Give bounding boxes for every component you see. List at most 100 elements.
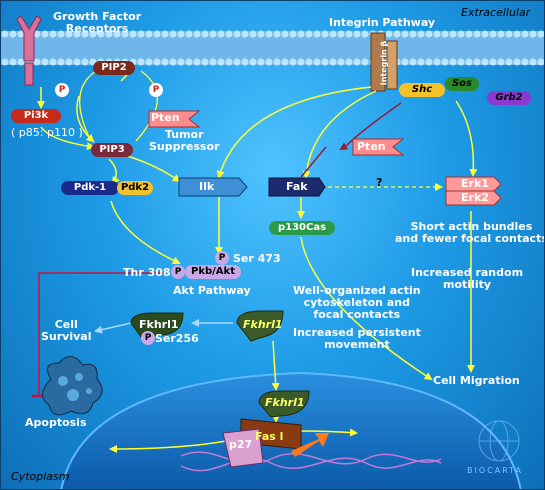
lipid-head <box>489 30 497 38</box>
lipid-head <box>81 58 89 66</box>
lipid-head <box>201 30 209 38</box>
lipid-head <box>161 30 169 38</box>
lipid-head <box>169 58 177 66</box>
lipid-head <box>257 58 265 66</box>
lipid-head <box>513 58 521 66</box>
lipid-head <box>241 58 249 66</box>
integrin-receptor-shape <box>370 32 398 92</box>
lipid-head <box>465 58 473 66</box>
pi3k-subunits-label: ( p85: p110 ) <box>11 126 83 139</box>
lipid-head <box>57 58 65 66</box>
lipid-head <box>497 30 505 38</box>
lipid-head <box>65 58 73 66</box>
phospho-p-ser256: P <box>141 331 155 345</box>
lipid-head <box>249 30 257 38</box>
lipid-head <box>329 58 337 66</box>
lipid-head <box>401 58 409 66</box>
lipid-head <box>33 30 41 38</box>
pten-mid-label: Pten <box>357 140 386 153</box>
lipid-head <box>9 58 17 66</box>
lipid-head <box>169 30 177 38</box>
lipid-head <box>521 58 529 66</box>
cytoplasm-label: Cytoplasm <box>11 470 70 483</box>
fasl-label: Fas l <box>255 430 284 443</box>
lipid-head <box>449 58 457 66</box>
lipid-head <box>305 30 313 38</box>
lipid-head <box>457 30 465 38</box>
lipid-head <box>257 30 265 38</box>
random-motility-label: Increased random motility <box>411 266 524 291</box>
lipid-head <box>521 30 529 38</box>
lipid-head <box>537 58 544 66</box>
p27-label: p27 <box>229 438 253 451</box>
lipid-head <box>353 30 361 38</box>
lipid-head <box>361 30 369 38</box>
thr308-label: Thr 308 <box>123 266 171 279</box>
lipid-head <box>201 58 209 66</box>
lipid-head <box>185 58 193 66</box>
lipid-head <box>177 58 185 66</box>
erk2-label: Erk2 <box>461 191 489 204</box>
question-mark: ? <box>376 176 383 189</box>
lipid-head <box>505 30 513 38</box>
lipid-head <box>537 30 544 38</box>
biocarta-watermark: BIOCARTA <box>467 466 523 475</box>
lipid-head <box>233 58 241 66</box>
lipid-head <box>417 58 425 66</box>
lipid-head <box>121 30 129 38</box>
lipid-head <box>473 58 481 66</box>
lipid-head <box>41 58 49 66</box>
lipid-head <box>81 30 89 38</box>
lipid-head <box>425 30 433 38</box>
lipid-head <box>57 30 65 38</box>
lipid-head <box>73 30 81 38</box>
lipid-head <box>385 30 393 38</box>
phospho-p-pi3k: P <box>55 83 69 97</box>
fkhrl1-cyto-shape <box>236 310 284 342</box>
extracellular-label: Extracellular <box>461 6 531 19</box>
pkb-akt-node: Pkb/Akt <box>185 265 241 279</box>
lipid-head <box>153 58 161 66</box>
lipid-head <box>241 30 249 38</box>
akt-fkhrl1-arrows <box>94 319 233 334</box>
lipid-head <box>177 30 185 38</box>
integrin-pathway-label: Integrin Pathway <box>329 16 436 29</box>
lipid-head <box>145 30 153 38</box>
pdk1-node: Pdk-1 <box>61 181 119 195</box>
lipid-head <box>137 58 145 66</box>
lipid-head <box>497 58 505 66</box>
cell-membrane <box>1 30 544 66</box>
lipid-head <box>113 30 121 38</box>
lipid-head <box>89 30 97 38</box>
lipid-head <box>473 30 481 38</box>
lipid-head <box>1 58 9 66</box>
lipid-head <box>73 58 81 66</box>
lipid-head <box>297 58 305 66</box>
lipid-head <box>161 58 169 66</box>
apoptosis-fragments <box>58 373 92 401</box>
apoptosis-label: Apoptosis <box>25 416 87 429</box>
growth-factor-receptor-shape <box>16 15 42 86</box>
phospho-p-pten: P <box>149 83 163 97</box>
fak-shape <box>268 177 326 197</box>
pip3-node: PIP3 <box>91 143 133 157</box>
lipid-head <box>529 58 537 66</box>
fkhrl1-nuc-shape <box>258 390 310 418</box>
lipid-head <box>345 58 353 66</box>
lipid-head <box>329 30 337 38</box>
apoptosis-cell-shape <box>42 356 103 416</box>
ilk-label: Ilk <box>199 180 215 193</box>
lipid-head <box>433 30 441 38</box>
akt-apoptosis-inhibition <box>38 272 166 396</box>
lipid-head <box>225 30 233 38</box>
lipid-head <box>441 30 449 38</box>
lipid-head <box>273 58 281 66</box>
lipid-head <box>9 30 17 38</box>
lipid-head <box>481 58 489 66</box>
lipid-head <box>273 30 281 38</box>
lipid-head <box>185 30 193 38</box>
sos-node: Sos <box>445 77 479 91</box>
lipid-head <box>145 58 153 66</box>
lipid-head <box>361 58 369 66</box>
